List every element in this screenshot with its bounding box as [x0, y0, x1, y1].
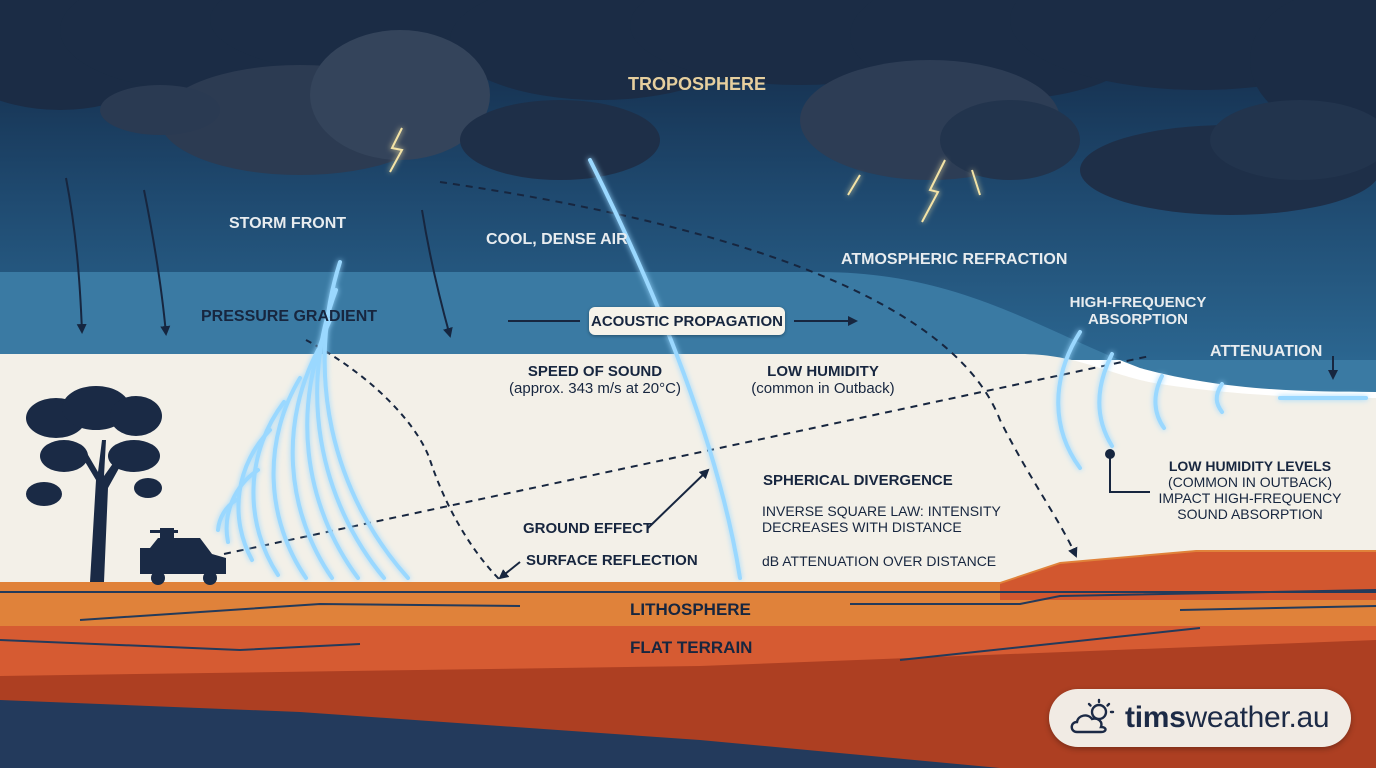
ground-effect-label: GROUND EFFECT	[523, 520, 653, 537]
vehicle-silhouette	[140, 528, 226, 585]
low-humidity-levels-line-2: (COMMON IN OUTBACK)	[1167, 474, 1333, 491]
brand-wordmark: timsweather.au	[1125, 701, 1330, 735]
inverse-square-line-2: DECREASES WITH DISTANCE	[762, 519, 962, 536]
surface-reflection-label: SURFACE REFLECTION	[526, 552, 698, 569]
high-frequency-absorption-line-2: ABSORPTION	[1087, 311, 1188, 329]
sound-waves	[216, 158, 1368, 580]
ground-reflection-path	[305, 339, 501, 581]
direct-path	[223, 355, 1151, 555]
storm-clouds	[0, 0, 1376, 215]
storm-front-arrows	[65, 177, 453, 338]
low-humidity-label: LOW HUMIDITY (common in Outback)	[742, 363, 904, 398]
attenuation-label: ATTENUATION	[1210, 343, 1323, 360]
low-humidity-levels-line-4: SOUND ABSORPTION	[1177, 506, 1323, 523]
ground-effect-arrow	[647, 468, 710, 529]
high-frequency-absorption-label: HIGH-FREQUENCY ABSORPTION	[1068, 294, 1208, 329]
brand-bold: tims	[1125, 701, 1186, 734]
cloud-sun-icon	[1070, 698, 1115, 734]
db-attenuation-text: dB ATTENUATION OVER DISTANCE	[762, 553, 997, 569]
ground-air	[0, 354, 1376, 600]
high-frequency-absorption-line-1: HIGH-FREQUENCY	[1069, 294, 1207, 311]
atmospheric-refraction-label: ATMOSPHERIC REFRACTION	[841, 251, 1068, 268]
surface-reflection-arrow	[498, 561, 521, 580]
low-humidity-title: LOW HUMIDITY	[767, 363, 879, 380]
refraction-path	[439, 181, 1078, 558]
acoustic-propagation-label: ACOUSTIC PROPAGATION	[589, 307, 785, 335]
strata-lines	[0, 589, 1376, 661]
inverse-square-line-1: INVERSE SQUARE LAW: INTENSITY	[762, 503, 1001, 519]
brand-regular: weather.au	[1185, 701, 1330, 734]
low-humidity-levels-label: LOW HUMIDITY LEVELS (COMMON IN OUTBACK) …	[1150, 458, 1350, 522]
lightning-bolts	[389, 127, 981, 223]
low-humidity-levels-line-1: LOW HUMIDITY LEVELS	[1168, 458, 1332, 474]
speed-of-sound-detail: (approx. 343 m/s at 20°C)	[509, 380, 681, 398]
tree-silhouette	[26, 386, 162, 582]
spherical-divergence-label: SPHERICAL DIVERGENCE	[763, 472, 953, 489]
low-humidity-levels-line-3: IMPACT HIGH-FREQUENCY	[1158, 490, 1342, 507]
pressure-gradient-label: PRESSURE GRADIENT	[201, 308, 378, 325]
lithosphere-label: LITHOSPHERE	[630, 600, 751, 619]
speed-of-sound-label: SPEED OF SOUND (approx. 343 m/s at 20°C)	[498, 363, 692, 398]
earth-bottom	[0, 700, 1000, 768]
low-humidity-detail: (common in Outback)	[751, 380, 895, 398]
troposphere-label: TROPOSPHERE	[628, 74, 767, 94]
speed-of-sound-title: SPEED OF SOUND	[527, 363, 663, 380]
brand-badge[interactable]: timsweather.au	[1049, 689, 1351, 747]
cool-dense-air-label: COOL, DENSE AIR	[486, 231, 628, 248]
storm-front-label: STORM FRONT	[229, 215, 347, 232]
flat-terrain-label: FLAT TERRAIN	[630, 638, 753, 657]
raised-mesa	[1000, 552, 1376, 600]
humidity-callout	[1105, 449, 1150, 493]
inverse-square-law-text: INVERSE SQUARE LAW: INTENSITY DECREASES …	[762, 503, 1001, 535]
